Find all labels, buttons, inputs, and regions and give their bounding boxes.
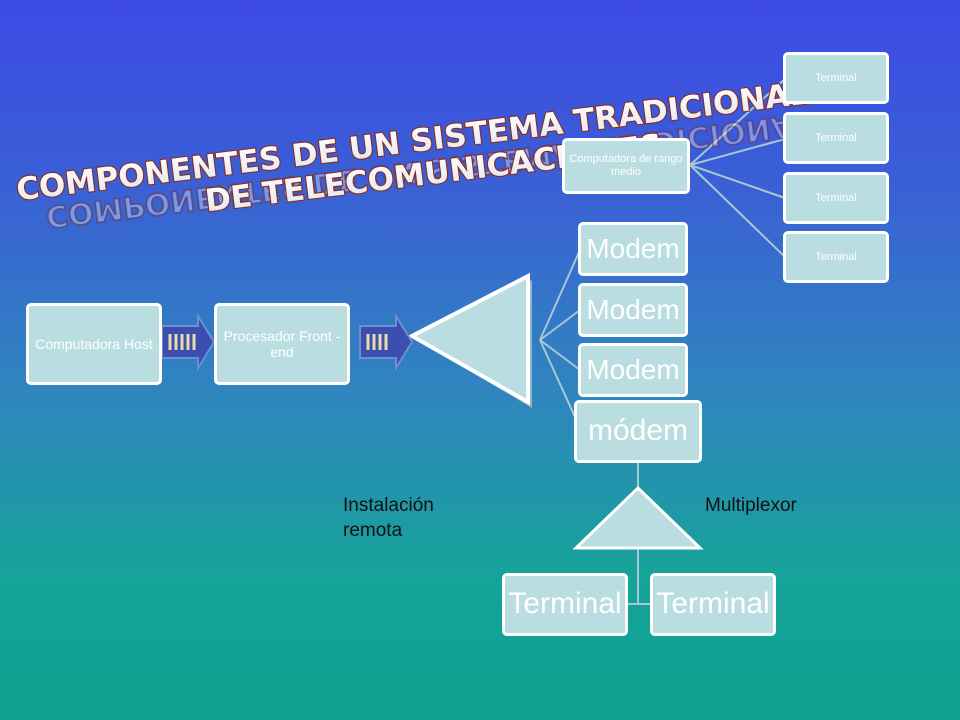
- connector-line: [689, 78, 786, 166]
- connector-line: [539, 249, 581, 341]
- modem-lower-node: módem: [574, 400, 702, 463]
- frontend-processor-node: Procesador Front - end: [214, 303, 350, 385]
- connector-line: [539, 339, 581, 429]
- remote-installation-label: Instalación remota: [343, 495, 434, 541]
- terminal-node-bottom: Terminal: [650, 573, 776, 636]
- multiplexor-label: Multiplexor: [705, 495, 797, 516]
- modem-node: Modem: [578, 222, 688, 276]
- connector-line: [689, 138, 786, 166]
- arrow-icon: [161, 312, 216, 372]
- connector-line: [539, 339, 581, 371]
- terminal-node-top: Terminal: [783, 231, 889, 283]
- terminal-node-top: Terminal: [783, 172, 889, 224]
- arrow-icon: [359, 312, 414, 372]
- distribution-triangle: [407, 272, 530, 406]
- connector-line: [689, 164, 786, 258]
- connector-line: [539, 309, 581, 341]
- terminal-node-top: Terminal: [783, 112, 889, 164]
- terminal-node-bottom: Terminal: [502, 573, 628, 636]
- modem-node: Modem: [578, 343, 688, 397]
- host-computer-node: Computadora Host: [26, 303, 162, 385]
- modem-node: Modem: [578, 283, 688, 337]
- multiplexor-triangle: [572, 485, 704, 550]
- connector-line: [689, 164, 786, 199]
- terminal-node-top: Terminal: [783, 52, 889, 104]
- midrange-computer-node: Computadora de rango medio: [562, 138, 690, 194]
